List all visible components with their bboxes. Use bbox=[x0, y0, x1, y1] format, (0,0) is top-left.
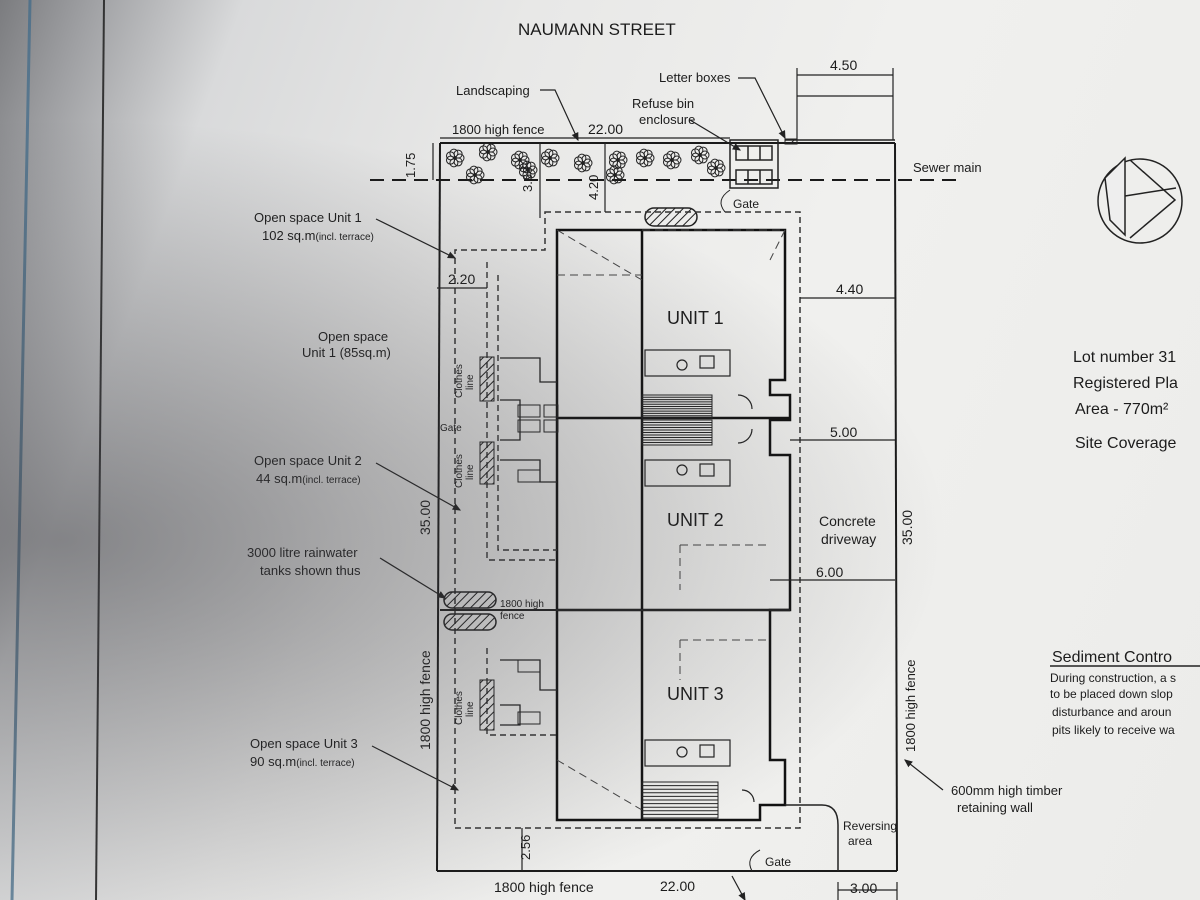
svg-text:line: line bbox=[465, 464, 476, 480]
svg-text:Clothes: Clothes bbox=[454, 364, 465, 398]
driveway-label-a: Concrete bbox=[819, 513, 876, 529]
dim-5-00: 5.00 bbox=[830, 424, 857, 440]
tree-symbol-icon bbox=[540, 148, 560, 168]
dim-3-00: 3.00 bbox=[850, 880, 877, 896]
sewer-main-label: Sewer main bbox=[913, 160, 982, 175]
site-coverage: Site Coverage bbox=[1075, 435, 1176, 452]
gate-left-label: Gate bbox=[440, 423, 462, 434]
sediment-line-4: pits likely to receive wa bbox=[1052, 723, 1175, 737]
refuse-bin-label-a: Refuse bin bbox=[632, 96, 694, 111]
open-space-u1-label: Open space Unit 1 bbox=[254, 210, 362, 225]
retaining-wall-label-b: retaining wall bbox=[957, 800, 1033, 815]
clothes-line-label-1: Clothes line bbox=[454, 364, 476, 398]
dim-2-56: 2.56 bbox=[518, 835, 533, 860]
reversing-label-b: area bbox=[848, 834, 872, 848]
dim-3-60: 3.60 bbox=[520, 167, 535, 192]
unit-3-label: UNIT 3 bbox=[667, 684, 724, 704]
tree-symbol-icon bbox=[662, 150, 682, 170]
dim-4-50: 4.50 bbox=[830, 57, 857, 73]
letter-boxes-label: Letter boxes bbox=[659, 70, 731, 85]
sediment-line-1: During construction, a s bbox=[1050, 671, 1176, 685]
gate-top-label: Gate bbox=[733, 197, 759, 211]
svg-text:line: line bbox=[465, 374, 476, 390]
sheet-border-blue bbox=[10, 0, 32, 900]
tree-symbol-icon bbox=[465, 165, 485, 185]
svg-text:Clothes: Clothes bbox=[454, 454, 465, 488]
rainwater-tank-icon bbox=[644, 207, 698, 227]
street-name: NAUMANN STREET bbox=[518, 20, 676, 39]
tree-symbol-icon bbox=[478, 142, 498, 162]
clothes-line-label-3: Clothes line bbox=[454, 691, 476, 725]
sediment-line-3: disturbance and aroun bbox=[1052, 705, 1171, 719]
sheet-border-line bbox=[95, 0, 105, 900]
dim-22-00-bottom: 22.00 bbox=[660, 878, 695, 894]
fence-right-label: 1800 high fence bbox=[903, 659, 918, 752]
dim-1-75: 1.75 bbox=[403, 153, 418, 178]
open-space-u1-area-b: Unit 1 (85sq.m) bbox=[302, 345, 391, 360]
landscaping-label: Landscaping bbox=[456, 83, 530, 98]
fence-top-label: 1800 high fence bbox=[452, 122, 545, 137]
dim-35-00-right: 35.00 bbox=[899, 510, 915, 545]
dim-2-20: 2.20 bbox=[448, 271, 475, 287]
registered-plan: Registered Pla bbox=[1073, 375, 1178, 392]
clothes-line-label-2: Clothes line bbox=[454, 454, 476, 488]
door-swings bbox=[737, 394, 755, 803]
tree-symbol-icon bbox=[605, 165, 625, 185]
sediment-title: Sediment Contro bbox=[1052, 649, 1172, 666]
lot-boundary bbox=[436, 142, 898, 872]
tree-symbol-icon bbox=[690, 145, 710, 165]
open-space-u1-area: 102 sq.m(incl. terrace) bbox=[262, 228, 374, 243]
sediment-line-2: to be placed down slop bbox=[1050, 687, 1173, 701]
terrace-outlines bbox=[500, 357, 557, 726]
fence-mid-label-b: fence bbox=[500, 611, 525, 622]
fence-bottom-label: 1800 high fence bbox=[494, 879, 594, 895]
unit-1-label: UNIT 1 bbox=[667, 308, 724, 328]
open-space-u3-area: 90 sq.m(incl. terrace) bbox=[250, 754, 355, 769]
tree-symbol-icon bbox=[706, 158, 726, 178]
staircase bbox=[641, 394, 719, 819]
open-space-u3-label: Open space Unit 3 bbox=[250, 736, 358, 751]
open-space-u2-label: Open space Unit 2 bbox=[254, 453, 362, 468]
dim-4-40: 4.40 bbox=[836, 281, 863, 297]
tanks-label-b: tanks shown thus bbox=[260, 563, 361, 578]
north-arrow-icon bbox=[1097, 156, 1183, 244]
open-space-u1-label-b: Open space bbox=[318, 329, 388, 344]
reversing-label-a: Reversing bbox=[843, 819, 897, 833]
setback-outline bbox=[454, 211, 801, 829]
unit-2-label: UNIT 2 bbox=[667, 510, 724, 530]
dim-4-20: 4.20 bbox=[586, 175, 601, 200]
gate-bottom-label: Gate bbox=[765, 855, 791, 869]
refuse-bin-label-b: enclosure bbox=[639, 112, 695, 127]
dim-22-00-top: 22.00 bbox=[588, 121, 623, 137]
fence-mid-label-a: 1800 high bbox=[500, 599, 544, 610]
fence-left-label: 1800 high fence bbox=[417, 650, 433, 750]
svg-text:line: line bbox=[465, 701, 476, 717]
tanks-label-a: 3000 litre rainwater bbox=[247, 545, 358, 560]
reversing-area bbox=[785, 804, 839, 871]
lot-number: Lot number 31 bbox=[1073, 349, 1176, 366]
svg-text:Clothes: Clothes bbox=[454, 691, 465, 725]
tree-symbol-icon bbox=[635, 148, 655, 168]
retaining-wall-label-a: 600mm high timber bbox=[951, 783, 1063, 798]
driveway-label-b: driveway bbox=[821, 531, 876, 547]
tree-symbol-icon bbox=[445, 148, 465, 168]
tree-symbol-icon bbox=[573, 153, 593, 173]
site-area: Area - 770m² bbox=[1075, 401, 1169, 418]
open-space-u2-area: 44 sq.m(incl. terrace) bbox=[256, 471, 361, 486]
dim-35-00-left: 35.00 bbox=[417, 500, 433, 535]
dim-6-00: 6.00 bbox=[816, 564, 843, 580]
